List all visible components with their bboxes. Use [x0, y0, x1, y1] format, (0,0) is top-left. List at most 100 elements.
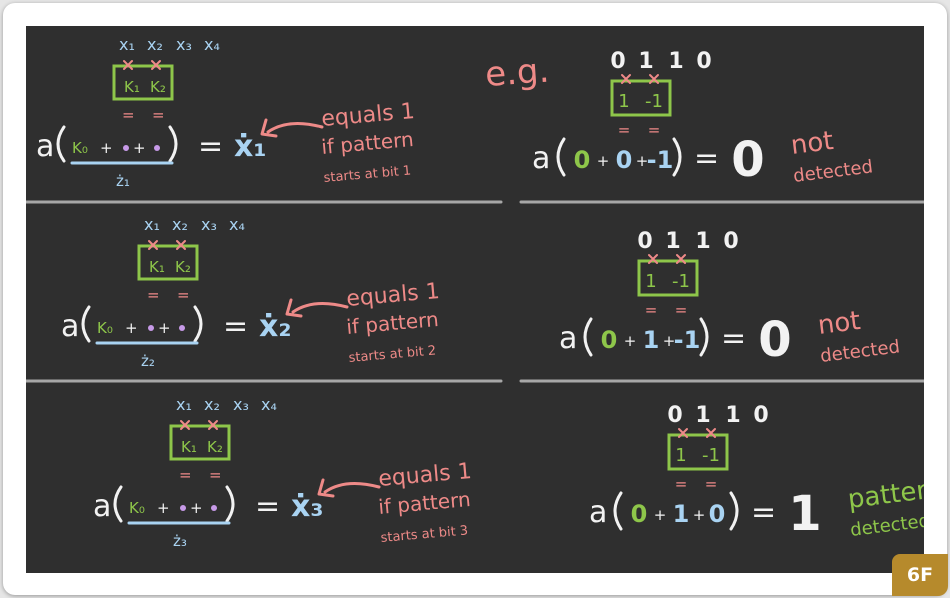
example-1-bit-2: 1 — [638, 49, 653, 74]
example-2-bit-3: 1 — [695, 229, 710, 254]
example-2-kernel-w1: 1 — [645, 271, 656, 292]
panel-3-eq-2: = — [209, 466, 222, 484]
example-1-kernel-w1: 1 — [618, 91, 629, 112]
example-1-kernel-cross-2 — [649, 74, 659, 84]
panel-3-note-line3: starts at bit 3 — [380, 523, 469, 546]
example-1-equals: = — [694, 141, 719, 176]
example-3-label-1: pattern — [846, 474, 924, 515]
example-3-bit-1: 0 — [667, 403, 682, 428]
example-1-result: 0 — [731, 132, 764, 188]
example-2-kernel-w2: -1 — [672, 271, 690, 292]
example-2-label-1: not — [816, 306, 862, 341]
panel-1-kernel-cross-2 — [151, 60, 161, 70]
example-3-eq-1: = — [675, 475, 688, 493]
example-2-activation-a: a — [559, 321, 577, 356]
example-2-kernel-cross-2 — [676, 254, 686, 264]
panel-1-activation-a: a — [36, 129, 54, 164]
example-3-kernel-w2: -1 — [702, 445, 720, 466]
example-2-close-paren — [699, 317, 709, 357]
panel-1-term-dot-2 — [154, 145, 160, 151]
panel-1-eq-2: = — [152, 106, 165, 124]
panel-1-eq-1: = — [122, 106, 135, 124]
example-2-eq-2: = — [675, 301, 688, 319]
example-3-bit-4: 0 — [753, 403, 768, 428]
panel-1-z-label: ż₁ — [116, 172, 130, 190]
panel-1-input-x3: x₃ — [176, 35, 192, 54]
example-2-term-2: 1 — [643, 326, 660, 354]
panel-3-activation-a: a — [93, 489, 111, 524]
panel-3-kernel-k2: K₂ — [207, 438, 223, 456]
panel-3-z-label: ż₃ — [173, 532, 187, 550]
example-3-kernel-cross-1 — [678, 428, 688, 438]
example-3-activation-a: a — [589, 495, 607, 530]
example-1-eq-2: = — [648, 121, 661, 139]
panel-3-kernel-cross-1 — [180, 420, 190, 430]
panel-1-plus-1: + — [100, 139, 113, 157]
panel-3-input-x1: x₁ — [176, 395, 192, 414]
example-1-open-paren — [556, 137, 566, 177]
panel-1-input-x4: x₄ — [204, 35, 220, 54]
eg-label: e.g. — [484, 51, 551, 95]
example-1-close-paren — [672, 137, 682, 177]
panel-3-plus-1: + — [157, 499, 170, 517]
panel-1-input-x2: x₂ — [147, 35, 163, 54]
example-2-bit-1: 0 — [637, 229, 652, 254]
panel-3-arrow — [323, 481, 381, 494]
example-1-kernel-w2: -1 — [645, 91, 663, 112]
example-3-close-paren — [729, 491, 739, 531]
example-3-kernel-cross-2 — [706, 428, 716, 438]
example-1-plus-2: + — [636, 152, 649, 170]
panel-3-term-dot-2 — [211, 505, 217, 511]
slide-number-badge: 6F — [892, 554, 948, 596]
panel-1-kernel-cross-1 — [123, 60, 133, 70]
panel-1-open-paren — [56, 125, 66, 163]
example-1-activation-a: a — [532, 141, 550, 176]
example-2-term-1: 0 — [601, 326, 618, 354]
panel-3-input-x4: x₄ — [261, 395, 277, 414]
panel-3-note-line2: if pattern — [377, 487, 471, 519]
panel-1-arrow — [266, 121, 324, 134]
panel-2-input-x4: x₄ — [229, 215, 245, 234]
example-3-bit-2: 1 — [695, 403, 710, 428]
panel-2-kernel-k1: K₁ — [149, 258, 165, 276]
panel-2-eq-2: = — [177, 286, 190, 304]
example-3-term-3: 0 — [709, 500, 726, 528]
panel-1-k0: K₀ — [72, 139, 88, 157]
panel-3-input-x3: x₃ — [233, 395, 249, 414]
panel-1-input-x1: x₁ — [119, 35, 135, 54]
example-3-equals: = — [751, 495, 776, 530]
panel-1-note-line3: starts at bit 1 — [323, 163, 412, 186]
example-3-kernel-w1: 1 — [675, 445, 686, 466]
panel-3-input-x2: x₂ — [204, 395, 220, 414]
example-3-open-paren — [613, 491, 623, 531]
example-3-kernel-box — [667, 433, 729, 471]
panel-3-kernel-cross-2 — [208, 420, 218, 430]
example-1-plus-1: + — [597, 152, 610, 170]
panel-2-kernel-k2: K₂ — [175, 258, 191, 276]
panel-3-open-paren — [113, 485, 123, 523]
panel-2-kernel-cross-2 — [176, 240, 186, 250]
panel-2-eq-1: = — [147, 286, 160, 304]
panel-2-open-paren — [81, 305, 91, 343]
example-1-kernel-cross-1 — [621, 74, 631, 84]
panel-2-activation-a: a — [61, 309, 79, 344]
panel-1-term-dot-1 — [123, 145, 129, 151]
panel-2-kernel-cross-1 — [148, 240, 158, 250]
panel-3-kernel-k1: K₁ — [181, 438, 197, 456]
panel-3-plus-2: + — [190, 499, 203, 517]
panel-2-term-dot-2 — [179, 325, 185, 331]
panel-2-note-line3: starts at bit 2 — [348, 343, 437, 366]
example-3-eq-2: = — [705, 475, 718, 493]
example-2-label-2: detected — [819, 336, 901, 367]
panel-3-kernel-box — [169, 424, 231, 461]
panel-3-close-paren — [225, 485, 235, 523]
example-2-equals: = — [721, 321, 746, 356]
panel-1-kernel-box — [112, 64, 174, 101]
example-1-eq-1: = — [618, 121, 631, 139]
example-2-open-paren — [583, 317, 593, 357]
example-3-term-1: 0 — [631, 500, 648, 528]
panel-1-kernel-k1: K₁ — [124, 78, 140, 96]
example-1-term-2: 0 — [616, 146, 633, 174]
example-1-term-1: 0 — [574, 146, 591, 174]
